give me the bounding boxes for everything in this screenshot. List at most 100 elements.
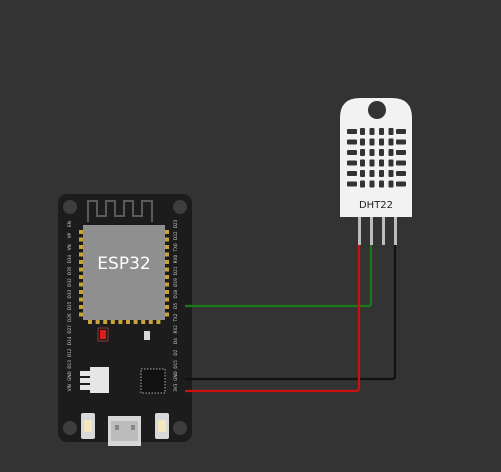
dht22-leg-nc [382,215,385,245]
vent-slot [379,170,384,177]
module-pad [79,290,84,294]
dht22-sensor[interactable]: DHT22 [340,98,412,245]
module-pad [164,297,169,302]
module-pad [79,252,84,257]
module-pad [164,312,169,317]
mounting-hole [173,200,187,214]
pin-label: VIN [67,384,72,391]
vent-slot [347,150,357,155]
pin-label: RX2 [173,325,178,334]
pin-label: D19 [173,278,178,287]
module-pad [79,275,84,279]
module-pad [79,260,84,264]
dht22-leg-gnd [394,215,397,245]
module-pad [164,230,169,234]
vent-slot [347,171,357,176]
pin-label: D14 [67,336,72,345]
pin-label: EN [67,221,72,227]
mounting-hole [63,421,77,435]
left-pin-labels: ENVPVND34D35D32D33D25D26D27D14D12D13GNDV… [67,221,72,391]
module-pad [79,267,84,272]
module-pad [88,319,92,324]
pin-label: TX2 [173,313,178,322]
vent-slot [379,138,384,146]
dht22-vent-grid [347,128,406,188]
pin-label: D13 [67,360,72,369]
pin-label: D4 [173,338,178,344]
pin-label: D22 [173,231,178,240]
vent-slot [388,170,394,177]
vent-slot [360,128,365,135]
vent-slot [369,180,375,188]
vent-slot [369,138,375,146]
module-pad [164,282,169,287]
pin-label: D18 [173,290,178,299]
vent-slot [379,180,384,188]
pin-label: D26 [67,313,72,322]
right-pin-labels: D23D22TX0RX0D21D19D18D5TX2RX2D4D2D15GND3… [173,219,178,392]
module-pad [164,260,169,264]
dht22-leg-sda [370,215,373,245]
pin-label: VN [67,244,72,250]
vent-slot [347,181,357,187]
module-pad [103,319,108,324]
module-pad [164,290,169,294]
pin-label: D34 [67,254,72,263]
pin-label: RX0 [173,255,178,264]
module-pad [164,252,169,257]
pin-label: GND [173,371,178,381]
vent-slot [369,170,375,177]
pin-label: D35 [67,266,72,275]
pin-label: D15 [173,360,178,369]
gnd-wire[interactable] [185,245,397,381]
vcc-wire[interactable] [185,245,361,393]
pin-label: D25 [67,301,72,310]
vent-slot [360,149,365,156]
vent-slot [379,149,384,156]
module-pad [164,305,169,309]
vent-slot [396,171,406,176]
vent-slot [388,138,394,146]
data-wire[interactable] [185,245,373,308]
vent-slot [369,128,375,135]
vent-slot [369,159,375,167]
module-pad [110,319,115,324]
module-pads [79,230,169,324]
vent-slot [388,128,394,135]
module-pad [164,275,169,279]
esp32-label: ESP32 [97,254,150,274]
wires [185,245,397,393]
module-pad [164,245,169,249]
pin-label: D32 [67,278,72,287]
module-pad [164,267,169,272]
vent-slot [360,138,365,146]
module-pad [164,237,169,242]
vent-slot [360,170,365,177]
pin-label: TX0 [173,243,178,252]
module-pad [79,237,84,242]
module-pad [148,319,153,324]
mounting-hole [173,421,187,435]
vent-slot [396,150,406,155]
pin-label: 3V3 [173,383,178,392]
boot-button[interactable] [155,413,169,439]
module-pad [156,319,161,324]
pin-label: D23 [173,219,178,228]
pin-label: VP [67,233,72,239]
esp32-board[interactable]: ESP32 ENVPVND34D35D32D33D25D26D27D14D12D… [58,194,192,446]
vent-slot [396,139,406,145]
smd-part [144,331,150,340]
en-button[interactable] [81,413,95,439]
pin-label: D27 [67,325,72,334]
module-pad [141,319,146,324]
vent-slot [379,159,384,167]
usb-uart-chip [140,368,166,394]
led-glow [97,327,109,342]
pin-label: GND [67,371,72,381]
wroom-module [83,225,165,320]
module-pad [126,319,130,324]
mounting-hole [368,101,386,119]
module-pad [133,319,138,324]
dht22-body [340,98,412,217]
